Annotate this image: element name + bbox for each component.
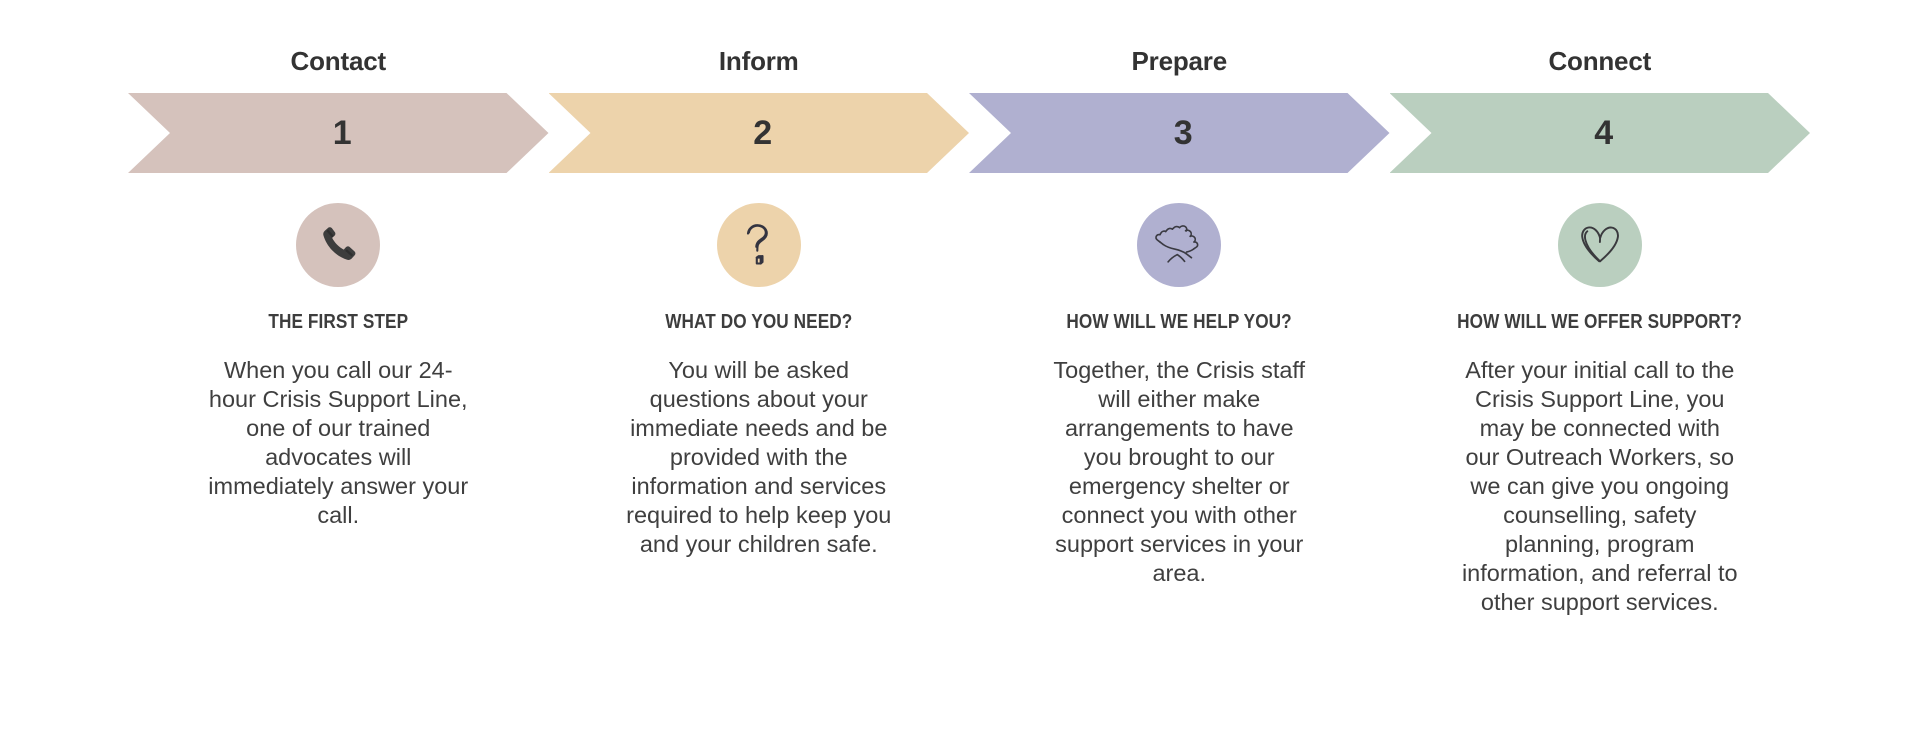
step-number-3: 3 [1173, 114, 1193, 152]
phone-icon [315, 222, 361, 268]
step-title-prepare: Prepare [1131, 46, 1228, 76]
icon-circle-1 [296, 203, 381, 287]
process-step-2: Inform 2 [549, 0, 970, 559]
step-heading-2: WHAT DO YOU NEED? [665, 311, 853, 333]
step-body-4: After your initial call to the Crisis Su… [1461, 357, 1738, 615]
process-step-1: Contact 1 THE FIRST STEP When you call o… [128, 0, 549, 530]
step-number-1: 1 [332, 114, 352, 152]
step-body-2: You will be asked questions about your i… [626, 357, 892, 557]
step-title-connect: Connect [1548, 46, 1652, 76]
step-heading-4: HOW WILL WE OFFER SUPPORT? [1457, 311, 1743, 333]
icon-circle-2 [716, 203, 801, 287]
step-chevron-4: 4 [1390, 93, 1811, 173]
question-mark-icon [737, 218, 781, 272]
heart-icon [1572, 218, 1628, 272]
step-chevron-wrap-1: 1 [128, 93, 549, 173]
step-chevron-wrap-2: 2 [549, 93, 970, 173]
handshake-icon [1151, 219, 1207, 271]
step-number-2: 2 [753, 114, 773, 152]
step-chevron-wrap-3: 3 [969, 93, 1390, 173]
step-chevron-3: 3 [969, 93, 1390, 173]
step-chevron-1: 1 [128, 93, 549, 173]
process-step-3: Prepare 3 [969, 0, 1390, 588]
icon-circle-3 [1137, 203, 1222, 287]
step-body-1: When you call our 24-hour Crisis Support… [208, 357, 469, 528]
process-step-4: Connect 4 HO [1390, 0, 1811, 617]
step-body-3: Together, the Crisis staff will either m… [1053, 357, 1306, 586]
step-chevron-wrap-4: 4 [1390, 93, 1811, 173]
step-heading-3: HOW WILL WE HELP YOU? [1066, 311, 1292, 333]
icon-circle-4 [1557, 203, 1642, 287]
step-number-4: 4 [1594, 114, 1614, 152]
step-heading-1: THE FIRST STEP [268, 311, 409, 333]
step-title-inform: Inform [718, 46, 799, 76]
step-title-contact: Contact [290, 46, 387, 76]
step-chevron-2: 2 [549, 93, 970, 173]
